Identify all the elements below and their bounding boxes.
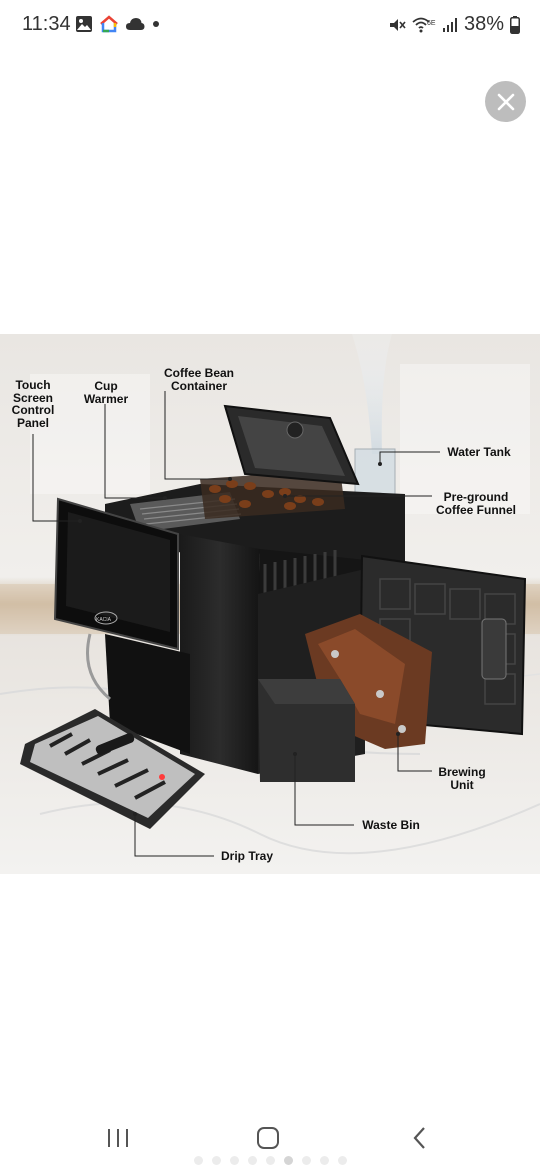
google-home-icon <box>100 15 118 33</box>
brand-label: KACIA <box>96 617 112 623</box>
recents-icon <box>108 1129 128 1147</box>
back-button[interactable] <box>400 1122 440 1154</box>
page-dot <box>319 1156 329 1165</box>
signal-icon <box>442 17 457 32</box>
page-dot <box>301 1156 311 1165</box>
callout-coffee-bean: Coffee Bean Container <box>163 366 234 393</box>
page-dot <box>265 1156 275 1165</box>
dot-icon <box>153 21 159 27</box>
callout-pre-ground: Pre-ground Coffee Funnel <box>436 490 516 517</box>
callout-water-tank: Water Tank <box>447 445 511 459</box>
recents-button[interactable] <box>98 1122 138 1154</box>
page-dot <box>229 1156 239 1165</box>
battery-icon <box>510 15 520 34</box>
home-button[interactable] <box>248 1122 288 1154</box>
battery-percent: 38% <box>463 13 504 35</box>
status-right: 6E 38% <box>388 13 520 36</box>
svg-text:6E: 6E <box>427 20 436 27</box>
navigation-bar <box>0 1110 540 1170</box>
close-icon <box>497 93 514 110</box>
page-dot <box>247 1156 257 1165</box>
back-icon <box>413 1127 425 1149</box>
home-icon <box>257 1127 279 1149</box>
callout-touch-screen: Touch Screen Control Panel <box>11 378 55 430</box>
status-left-icons <box>75 15 161 33</box>
page-indicator <box>0 1156 540 1166</box>
page-dot <box>283 1156 293 1165</box>
cloud-icon <box>126 18 145 30</box>
callout-cup-warmer: Cup Warmer <box>83 379 129 406</box>
callout-brewing-unit: Brewing Unit <box>438 765 486 792</box>
page-dot <box>211 1156 221 1165</box>
wifi-6e-icon: 6E <box>412 17 436 32</box>
mute-icon <box>389 18 406 31</box>
product-image[interactable]: KACIA <box>0 334 540 874</box>
status-bar: 11:34 6E <box>0 0 540 52</box>
callout-waste-bin: Waste Bin <box>362 818 420 832</box>
status-time: 11:34 <box>22 13 71 35</box>
coffee-machine-illustration: KACIA <box>0 334 540 874</box>
page-dot <box>337 1156 347 1165</box>
callout-drip-tray: Drip Tray <box>220 849 274 863</box>
page-dot <box>193 1156 203 1165</box>
gallery-icon <box>76 16 92 32</box>
close-button[interactable] <box>485 81 526 122</box>
